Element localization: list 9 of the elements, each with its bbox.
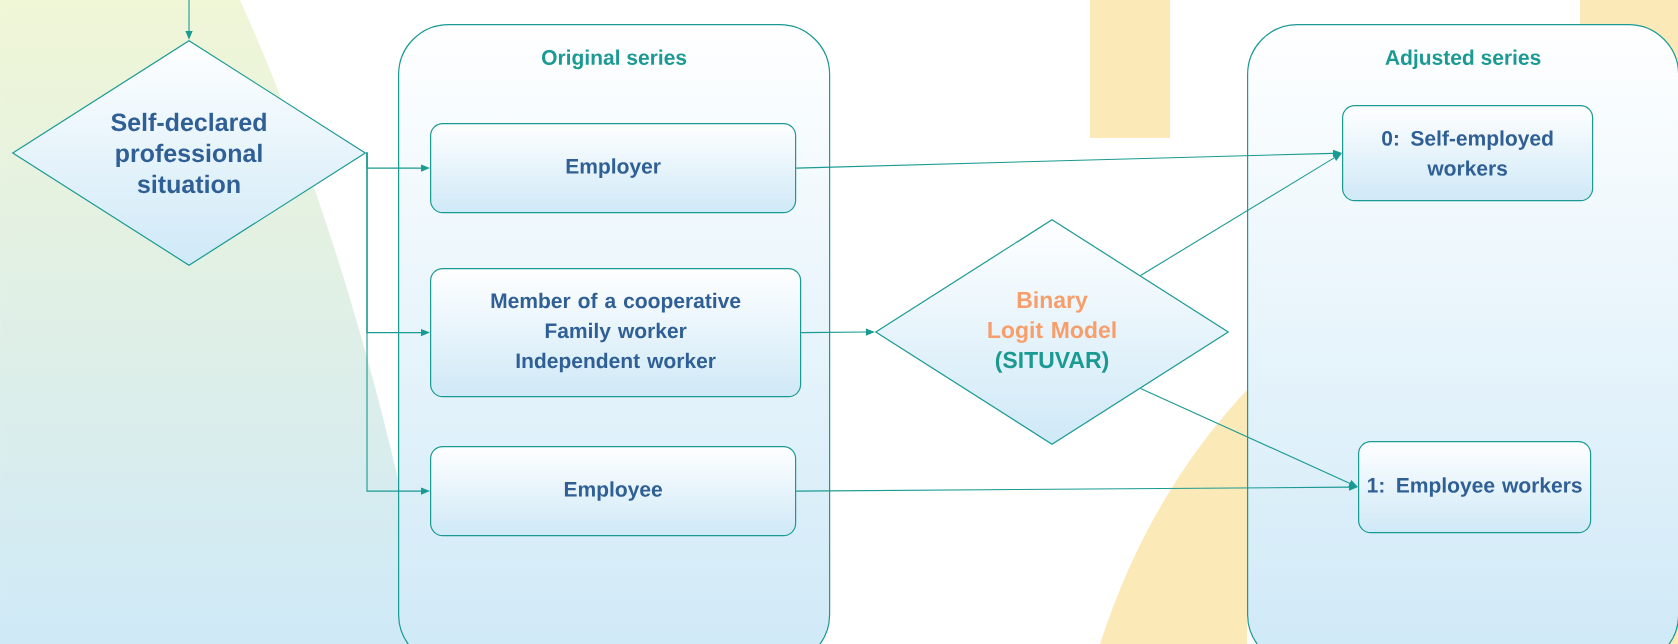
arrow — [1140, 153, 1342, 276]
arrow — [365, 152, 430, 495]
process-box: 0: Self-employed workers — [1342, 105, 1594, 202]
process-box: Employer — [430, 123, 797, 214]
arrow — [795, 149, 1342, 169]
arrow — [795, 483, 1358, 492]
process-box: Employee — [430, 446, 797, 537]
process-box: 1: Employee workers — [1358, 441, 1592, 534]
process-box: Member of a cooperative Family worker Independent worker — [430, 267, 802, 398]
